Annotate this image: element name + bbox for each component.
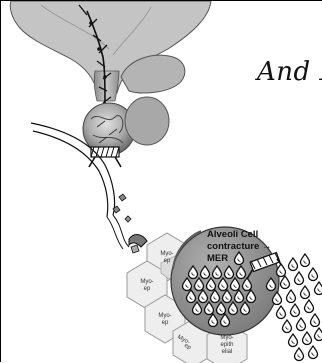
myo-label-left-1: Myo- <box>140 279 153 285</box>
myo-label-left-2: ep <box>144 286 151 292</box>
alveoli-label-line3: MER <box>207 253 228 264</box>
receptor-binding <box>129 235 147 253</box>
myo-label-bottom-1: Myo- <box>220 335 233 341</box>
slide-title: And I <box>257 57 322 87</box>
myo-label-bottom-2: epith <box>220 342 233 348</box>
myo-label-lowerleft-1: Myo- <box>158 313 171 319</box>
myo-label-lowerleft-2: ep <box>162 320 169 326</box>
oxytocin-molecules <box>113 194 131 222</box>
myo-label-top-1: Myo- <box>160 251 173 257</box>
posterior-pituitary <box>83 97 169 155</box>
myo-label-top-2: ep <box>164 258 171 264</box>
alveoli-label-line2: contracture → <box>207 241 271 252</box>
alveoli-label-line1: Alveoli Cell <box>207 229 258 240</box>
myo-label-bottom-3: elial <box>222 349 233 355</box>
